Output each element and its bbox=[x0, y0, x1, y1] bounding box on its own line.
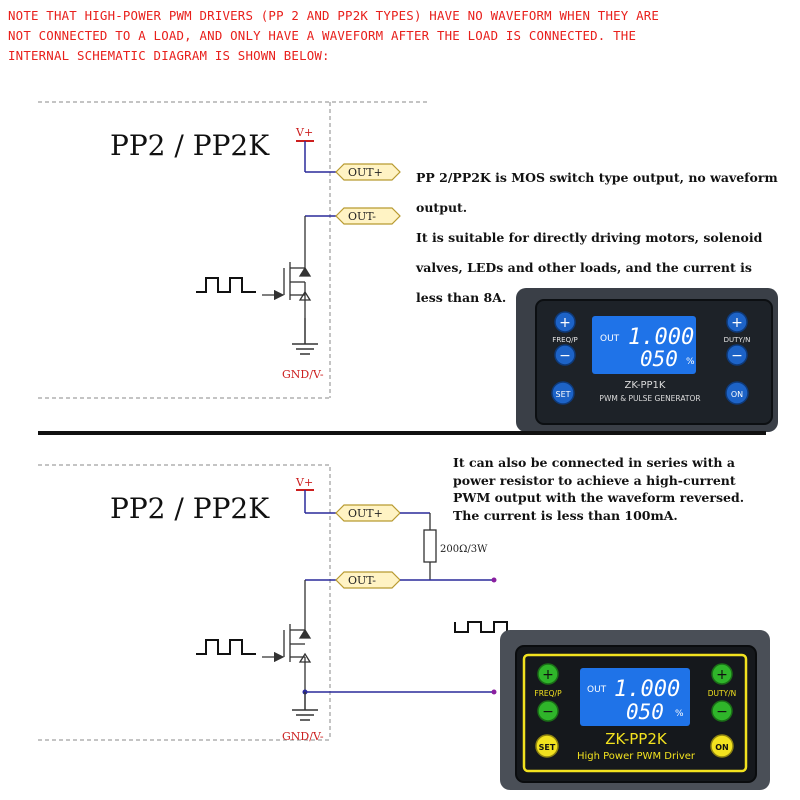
plus-icon: + bbox=[716, 667, 728, 683]
minus-icon: − bbox=[731, 348, 743, 364]
resistor-label: 200Ω/3W bbox=[440, 544, 488, 555]
freq-plus-button[interactable] bbox=[554, 311, 576, 333]
duty-minus-button[interactable] bbox=[726, 344, 748, 366]
out-plus-connector: OUT+ bbox=[335, 504, 401, 522]
top-panel: PP2 / PP2K V+ OUT+ OUT- bbox=[38, 101, 430, 399]
minus-icon: − bbox=[716, 704, 728, 720]
out-minus-connector: OUT- bbox=[335, 207, 401, 225]
out-plus-connector: OUT+ bbox=[335, 163, 401, 181]
out-plus-label: OUT+ bbox=[348, 166, 383, 179]
on-button[interactable] bbox=[710, 734, 734, 758]
freq-label: FREQ/P bbox=[552, 336, 577, 344]
resistor-symbol bbox=[423, 529, 437, 563]
plus-icon: + bbox=[542, 667, 554, 683]
panel-title: PP2 / PP2K bbox=[110, 129, 270, 162]
device-zk-pp2k: OUT 1.000 050 % + FREQ/P − + DUTY/N − SE… bbox=[500, 630, 770, 790]
freq-minus-button[interactable] bbox=[537, 700, 559, 722]
lcd-value-1: 1.000 bbox=[628, 325, 694, 350]
lcd-screen bbox=[580, 668, 690, 726]
device-model: ZK-PP2K bbox=[605, 730, 668, 748]
ground-symbol bbox=[292, 692, 318, 721]
pwm-input-wave bbox=[196, 277, 256, 293]
description-line: PP 2/PP2K is MOS switch type output, no … bbox=[416, 170, 778, 185]
note-line: NOTE THAT HIGH-POWER PWM DRIVERS (PP 2 A… bbox=[8, 8, 660, 23]
out-plus-label: OUT+ bbox=[348, 507, 383, 520]
out-minus-connector: OUT- bbox=[335, 571, 401, 589]
lcd-screen bbox=[592, 316, 696, 374]
description-line: less than 8A. bbox=[416, 290, 507, 305]
freq-label: FREQ/P bbox=[534, 689, 562, 698]
mosfet-symbol bbox=[283, 580, 312, 692]
bottom-description: It can also be connected in series with … bbox=[453, 454, 744, 524]
freq-minus-button[interactable] bbox=[554, 344, 576, 366]
description-line: output. bbox=[416, 200, 468, 215]
panel-title: PP2 / PP2K bbox=[110, 492, 270, 525]
device-subtitle: High Power PWM Driver bbox=[577, 751, 696, 762]
gnd-terminal bbox=[491, 689, 497, 695]
lcd-unit: % bbox=[686, 357, 695, 367]
duty-minus-button[interactable] bbox=[711, 700, 733, 722]
lcd-unit: % bbox=[675, 709, 684, 719]
minus-icon: − bbox=[559, 348, 571, 364]
description-line: The current is less than 100mA. bbox=[453, 507, 678, 523]
description-line: It is suitable for directly driving moto… bbox=[416, 230, 763, 245]
lcd-out-label: OUT bbox=[600, 334, 620, 344]
minus-icon: − bbox=[542, 704, 554, 720]
duty-label: DUTY/N bbox=[708, 689, 737, 698]
out-minus-label: OUT- bbox=[348, 210, 376, 223]
pwm-input-wave bbox=[196, 639, 256, 655]
inverted-output-wave bbox=[454, 621, 514, 633]
vplus-label: V+ bbox=[295, 126, 313, 139]
vplus-label: V+ bbox=[295, 476, 313, 489]
lcd-out-label: OUT bbox=[587, 685, 607, 695]
note-line: NOT CONNECTED TO A LOAD, AND ONLY HAVE A… bbox=[8, 28, 637, 43]
ground-symbol bbox=[292, 318, 318, 355]
description-line: PWM output with the waveform reversed. bbox=[453, 490, 745, 505]
device-model: ZK-PP1K bbox=[625, 380, 666, 391]
gnd-label: GND/V- bbox=[282, 730, 324, 743]
on-label: ON bbox=[731, 390, 743, 399]
device-subtitle: PWM & PULSE GENERATOR bbox=[599, 394, 700, 403]
description-line: valves, LEDs and other loads, and the cu… bbox=[416, 260, 752, 275]
on-label: ON bbox=[715, 743, 729, 752]
top-description: PP 2/PP2K is MOS switch type output, no … bbox=[416, 163, 778, 313]
out-minus-label: OUT- bbox=[348, 574, 376, 587]
duty-label: DUTY/N bbox=[724, 336, 751, 344]
lcd-value-2: 050 bbox=[640, 347, 678, 371]
duty-plus-button[interactable] bbox=[711, 663, 733, 685]
yellow-frame bbox=[522, 653, 748, 773]
description-line: It can also be connected in series with … bbox=[453, 455, 735, 470]
bottom-panel: PP2 / PP2K V+ OUT+ 200Ω/3W OUT- bbox=[38, 464, 514, 743]
lcd-value-1: 1.000 bbox=[614, 677, 680, 702]
dashed-frame bbox=[38, 101, 430, 399]
lcd-value-2: 050 bbox=[626, 700, 664, 724]
device-zk-pp1k: OUT 1.000 050 % + FREQ/P − + DUTY/N − SE… bbox=[516, 288, 778, 432]
set-button[interactable] bbox=[551, 381, 575, 405]
mosfet-symbol bbox=[283, 216, 312, 318]
plus-icon: + bbox=[559, 315, 571, 331]
duty-plus-button[interactable] bbox=[726, 311, 748, 333]
plus-icon: + bbox=[731, 315, 743, 331]
set-label: SET bbox=[539, 743, 556, 752]
output-terminal bbox=[491, 577, 497, 583]
freq-plus-button[interactable] bbox=[537, 663, 559, 685]
note-line: INTERNAL SCHEMATIC DIAGRAM IS SHOWN BELO… bbox=[8, 48, 330, 63]
set-label: SET bbox=[555, 390, 570, 399]
gnd-label: GND/V- bbox=[282, 368, 324, 381]
warning-note: NOTE THAT HIGH-POWER PWM DRIVERS (PP 2 A… bbox=[8, 6, 788, 66]
description-line: power resistor to achieve a high-current bbox=[453, 472, 736, 488]
on-button[interactable] bbox=[725, 381, 749, 405]
set-button[interactable] bbox=[535, 734, 559, 758]
